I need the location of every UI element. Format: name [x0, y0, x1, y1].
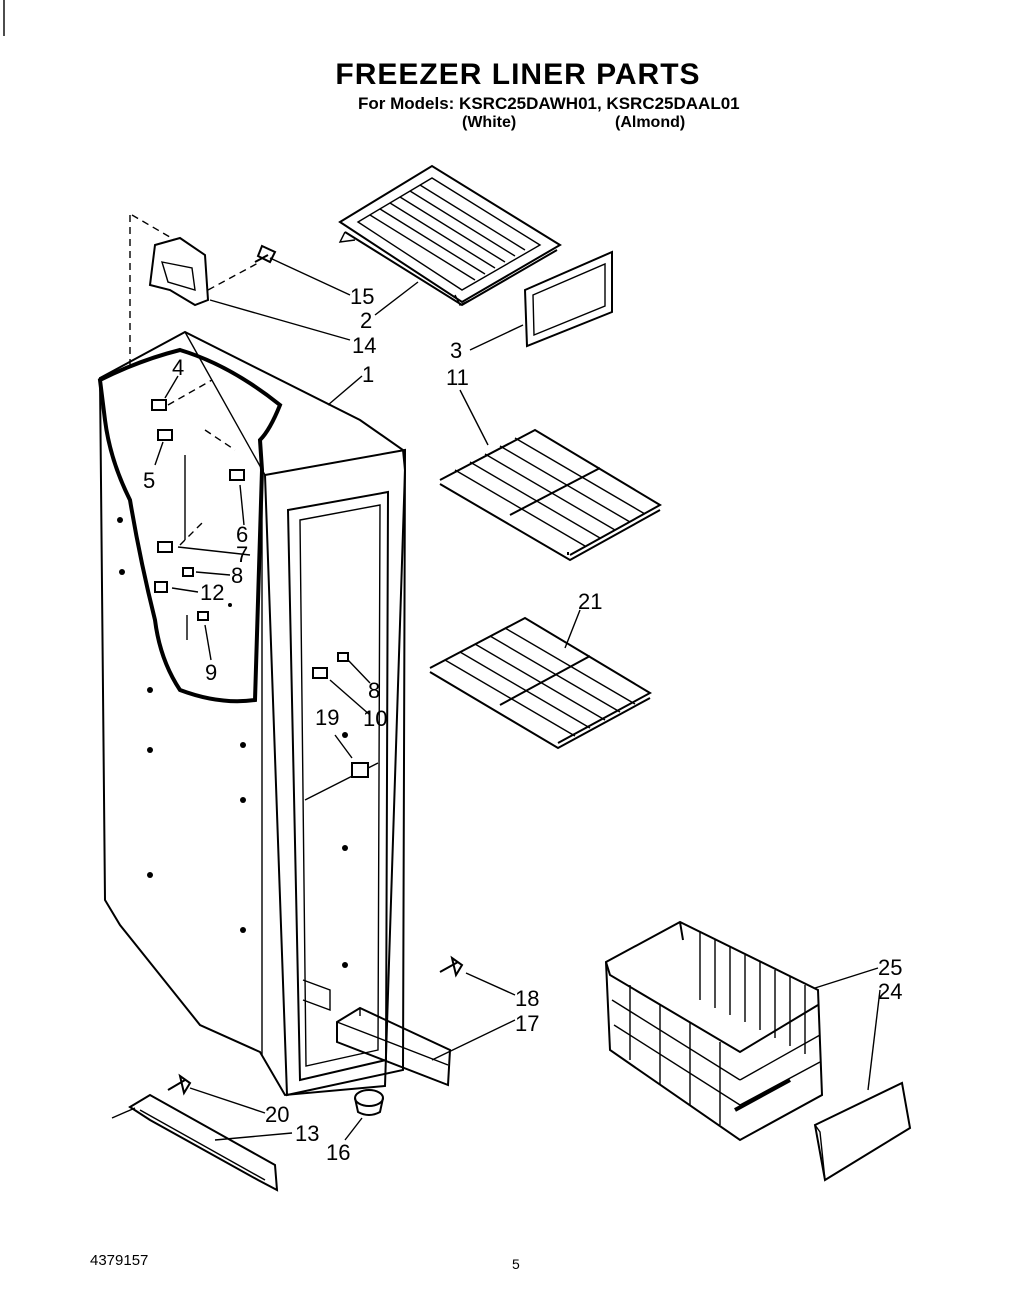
screw — [167, 1073, 192, 1096]
callout-12: 12 — [200, 580, 224, 605]
callout-5: 5 — [143, 468, 155, 493]
wire-shelf-lower — [429, 616, 653, 750]
callout-18: 18 — [515, 986, 539, 1011]
alignment-line — [207, 261, 261, 291]
toe-bracket — [111, 1093, 279, 1192]
callout-8: 8 — [231, 563, 243, 588]
leader-lines — [154, 257, 881, 1141]
callout-3: 3 — [450, 338, 462, 363]
small-fasteners — [151, 399, 369, 778]
variant-white: (White) — [462, 114, 517, 131]
callout-25: 25 — [878, 955, 902, 980]
document-number: 4379157 — [90, 1252, 149, 1269]
clip-part-4 — [151, 399, 167, 411]
wire-shelf-upper — [439, 428, 662, 562]
callout-1: 1 — [362, 362, 374, 387]
models-line: For Models: KSRC25DAWH01, KSRC25DAAL01 — [358, 94, 740, 113]
clip-part-9 — [197, 611, 209, 621]
callout-11: 11 — [446, 365, 469, 390]
shelf-front-panel — [523, 250, 613, 348]
callout-2: 2 — [360, 308, 372, 333]
hinge-bracket — [148, 236, 210, 307]
clip-part-8 — [182, 567, 194, 577]
callout-labels: 15 2 14 3 11 1 4 5 6 7 8 12 9 21 8 10 19… — [143, 284, 902, 1165]
callout-10: 10 — [363, 706, 387, 731]
page-title: FREEZER LINER PARTS — [335, 58, 701, 91]
callout-4: 4 — [172, 355, 184, 380]
callout-7: 7 — [236, 542, 248, 567]
callout-24: 24 — [878, 979, 902, 1004]
clip-part-10 — [312, 667, 328, 679]
alignment-line — [179, 519, 206, 546]
callout-17: 17 — [515, 1011, 539, 1036]
callout-13: 13 — [295, 1121, 319, 1146]
callout-9: 9 — [205, 660, 217, 685]
top-shelf-tray — [338, 164, 562, 307]
screw — [254, 244, 277, 264]
freezer-liner — [97, 330, 407, 1097]
clip-part-5 — [157, 429, 173, 441]
callout-8b: 8 — [368, 678, 380, 703]
callout-14: 14 — [352, 333, 376, 358]
bottom-grille — [336, 1006, 452, 1087]
clip-part-6 — [229, 469, 245, 481]
screw — [439, 955, 464, 978]
alignment-line — [204, 429, 236, 451]
alignment-line — [131, 214, 176, 241]
variant-almond: (Almond) — [615, 114, 686, 131]
page-number: 5 — [512, 1256, 520, 1272]
wire-basket — [604, 920, 824, 1142]
clip-part-12 — [154, 581, 168, 593]
clip-part-8b — [337, 652, 349, 662]
clip-part-19 — [351, 762, 369, 778]
callout-21: 21 — [578, 589, 602, 614]
basket-front-panel — [813, 1081, 912, 1182]
alignment-line — [167, 379, 213, 406]
callout-15: 15 — [350, 284, 374, 309]
callout-20: 20 — [265, 1102, 289, 1127]
callout-19: 19 — [315, 705, 339, 730]
clip-part-7 — [157, 541, 173, 553]
callout-6: 6 — [236, 522, 248, 547]
plug-button — [354, 1089, 384, 1116]
callout-16: 16 — [326, 1140, 350, 1165]
